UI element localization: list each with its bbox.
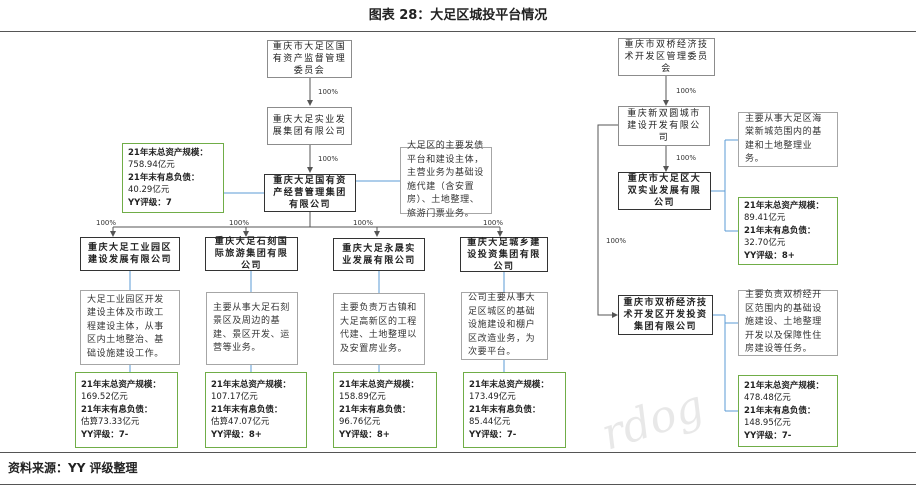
debt-label: 21年末有息负债： xyxy=(744,225,816,236)
description-box-yongsheng: 主要负责万古镇和大足高新区的工程代建、土地整理以及安置房业务。 xyxy=(333,293,425,365)
total-assets-label: 21年末总资产规模： xyxy=(339,379,419,390)
connector-line xyxy=(597,124,618,318)
description-box-dashuang: 主要从事大足区海棠新城范围内的基建和土地整理业务。 xyxy=(738,112,838,167)
debt-value: 32.70亿元 xyxy=(744,238,786,249)
description-box-industrial-park: 大足工业园区开发建设主体及市政工程建设主体，从事区内土地整治、基础设施建设工作。 xyxy=(80,290,180,365)
debt-value: 85.44亿元 xyxy=(469,417,511,428)
description-box-main: 大足区的主要发债平台和建设主体，主营业务为基础设施代建（含安置房）、土地整理、旅… xyxy=(400,141,492,219)
rating-label: YY评级： xyxy=(744,430,782,441)
rating-value: 7- xyxy=(118,429,129,440)
source-note: 资料来源：YY 评级整理 xyxy=(8,461,138,475)
rating-label: YY评级： xyxy=(211,429,249,440)
total-assets-value: 758.94亿元 xyxy=(128,160,175,171)
rating-value: 7 xyxy=(165,197,172,208)
debt-label: 21年末有息负债： xyxy=(81,404,153,415)
description-box-urban-rural-construction: 公司主要从事大足区城区的基础设施建设和棚户区改造业务，为次要平台。 xyxy=(461,292,548,360)
rating-value: 7- xyxy=(781,430,792,441)
description-box-shuangqiao-investment: 主要负责双桥经开区范围内的基础设施建设、土地整理开发以及保障性住房建设等任务。 xyxy=(738,290,838,356)
footer-divider-top xyxy=(0,452,916,453)
total-assets-label: 21年末总资产规模： xyxy=(744,200,824,211)
org-box-dazu-industrial-group: 重庆大足实业发展集团有限公司 xyxy=(267,107,352,145)
rating-label: YY评级： xyxy=(469,429,507,440)
debt-label: 21年末有息负债： xyxy=(744,405,816,416)
metrics-box-main: 21年末总资产规模： 758.94亿元 21年末有息负债： 40.29亿元 YY… xyxy=(122,143,224,213)
rating-label: YY评级： xyxy=(339,429,377,440)
footer-divider-bottom xyxy=(0,484,916,485)
share-label: 100% xyxy=(676,154,697,162)
total-assets-label: 21年末总资产规模： xyxy=(81,379,161,390)
total-assets-value: 169.52亿元 xyxy=(81,392,128,403)
total-assets-value: 478.48亿元 xyxy=(744,393,791,404)
share-label: 100% xyxy=(229,219,250,227)
total-assets-label: 21年末总资产规模： xyxy=(211,379,291,390)
rating-value: 8+ xyxy=(781,250,795,261)
metrics-box-yongsheng: 21年末总资产规模： 158.89亿元 21年末有息负债： 96.76亿元 YY… xyxy=(333,372,437,448)
org-box-shuangqiao-committee: 重庆市双桥经济技术开发区管理委员会 xyxy=(618,38,715,76)
debt-value: 估算73.33亿元 xyxy=(81,417,140,428)
org-box-shuangqiao-investment: 重庆市双桥经济技术开发区开发投资集团有限公司 xyxy=(618,295,713,335)
total-assets-value: 173.49亿元 xyxy=(469,392,516,403)
description-box-stone-carving-tourism: 主要从事大足石刻景区及周边的基建、景区开发、运营等业务。 xyxy=(206,292,298,365)
rating-label: YY评级： xyxy=(128,197,166,208)
share-label: 100% xyxy=(318,88,339,96)
debt-label: 21年末有息负债： xyxy=(339,404,411,415)
rating-line: YY评级：7 xyxy=(128,197,218,210)
share-label: 100% xyxy=(606,237,627,245)
metrics-box-dashuang: 21年末总资产规模： 89.41亿元 21年末有息负债： 32.70亿元 YY评… xyxy=(738,197,838,265)
rating-value: 8+ xyxy=(248,429,262,440)
debt-value: 96.76亿元 xyxy=(339,417,381,428)
debt-label: 21年末有息负债： xyxy=(128,172,200,183)
total-assets-label: 21年末总资产规模： xyxy=(128,147,208,158)
org-box-stone-carving-tourism: 重庆大足石刻国际旅游集团有限公司 xyxy=(205,237,298,271)
share-label: 100% xyxy=(96,219,117,227)
rating-line: YY评级：8+ xyxy=(744,250,832,263)
org-box-urban-rural-construction: 重庆大足城乡建设投资集团有限公司 xyxy=(460,237,548,272)
org-box-dazu-sasac: 重庆市大足区国有资产监督管理委员会 xyxy=(267,40,352,78)
total-assets-value: 89.41亿元 xyxy=(744,213,786,224)
share-label: 100% xyxy=(353,219,374,227)
debt-value: 148.95亿元 xyxy=(744,418,791,429)
rating-line: YY评级：8+ xyxy=(211,429,301,442)
rating-line: YY评级：7- xyxy=(81,429,172,442)
org-box-industrial-park: 重庆大足工业园区建设发展有限公司 xyxy=(80,237,180,271)
org-box-dazu-state-asset-group: 重庆大足国有资产经营管理集团有限公司 xyxy=(264,174,356,212)
metrics-box-industrial-park: 21年末总资产规模： 169.52亿元 21年末有息负债： 估算73.33亿元 … xyxy=(75,372,178,448)
org-box-xinshuangyuan: 重庆新双圆城市建设开发有限公司 xyxy=(618,106,710,146)
rating-line: YY评级：7- xyxy=(469,429,560,442)
rating-value: 8+ xyxy=(376,429,390,440)
org-box-dashuang: 重庆市大足区大双实业发展有限公司 xyxy=(618,172,711,210)
total-assets-value: 158.89亿元 xyxy=(339,392,386,403)
rating-label: YY评级： xyxy=(81,429,119,440)
share-label: 100% xyxy=(318,155,339,163)
total-assets-value: 107.17亿元 xyxy=(211,392,258,403)
title-divider xyxy=(0,31,916,32)
total-assets-label: 21年末总资产规模： xyxy=(744,380,824,391)
metrics-box-shuangqiao-investment: 21年末总资产规模： 478.48亿元 21年末有息负债： 148.95亿元 Y… xyxy=(738,375,838,447)
share-label: 100% xyxy=(676,87,697,95)
debt-label: 21年末有息负债： xyxy=(469,404,541,415)
metrics-box-stone-carving-tourism: 21年末总资产规模： 107.17亿元 21年末有息负债： 估算47.07亿元 … xyxy=(205,372,307,448)
share-label: 100% xyxy=(483,219,504,227)
rating-line: YY评级：8+ xyxy=(339,429,431,442)
rating-line: YY评级：7- xyxy=(744,430,832,443)
debt-label: 21年末有息负债： xyxy=(211,404,283,415)
metrics-box-urban-rural-construction: 21年末总资产规模： 173.49亿元 21年末有息负债： 85.44亿元 YY… xyxy=(463,372,566,448)
debt-value: 估算47.07亿元 xyxy=(211,417,270,428)
rating-value: 7- xyxy=(506,429,517,440)
org-box-yongsheng: 重庆大足永晟实业发展有限公司 xyxy=(333,238,425,271)
figure-title: 图表 28：大足区城投平台情况 xyxy=(368,8,548,23)
rating-label: YY评级： xyxy=(744,250,782,261)
total-assets-label: 21年末总资产规模： xyxy=(469,379,549,390)
debt-value: 40.29亿元 xyxy=(128,185,170,196)
